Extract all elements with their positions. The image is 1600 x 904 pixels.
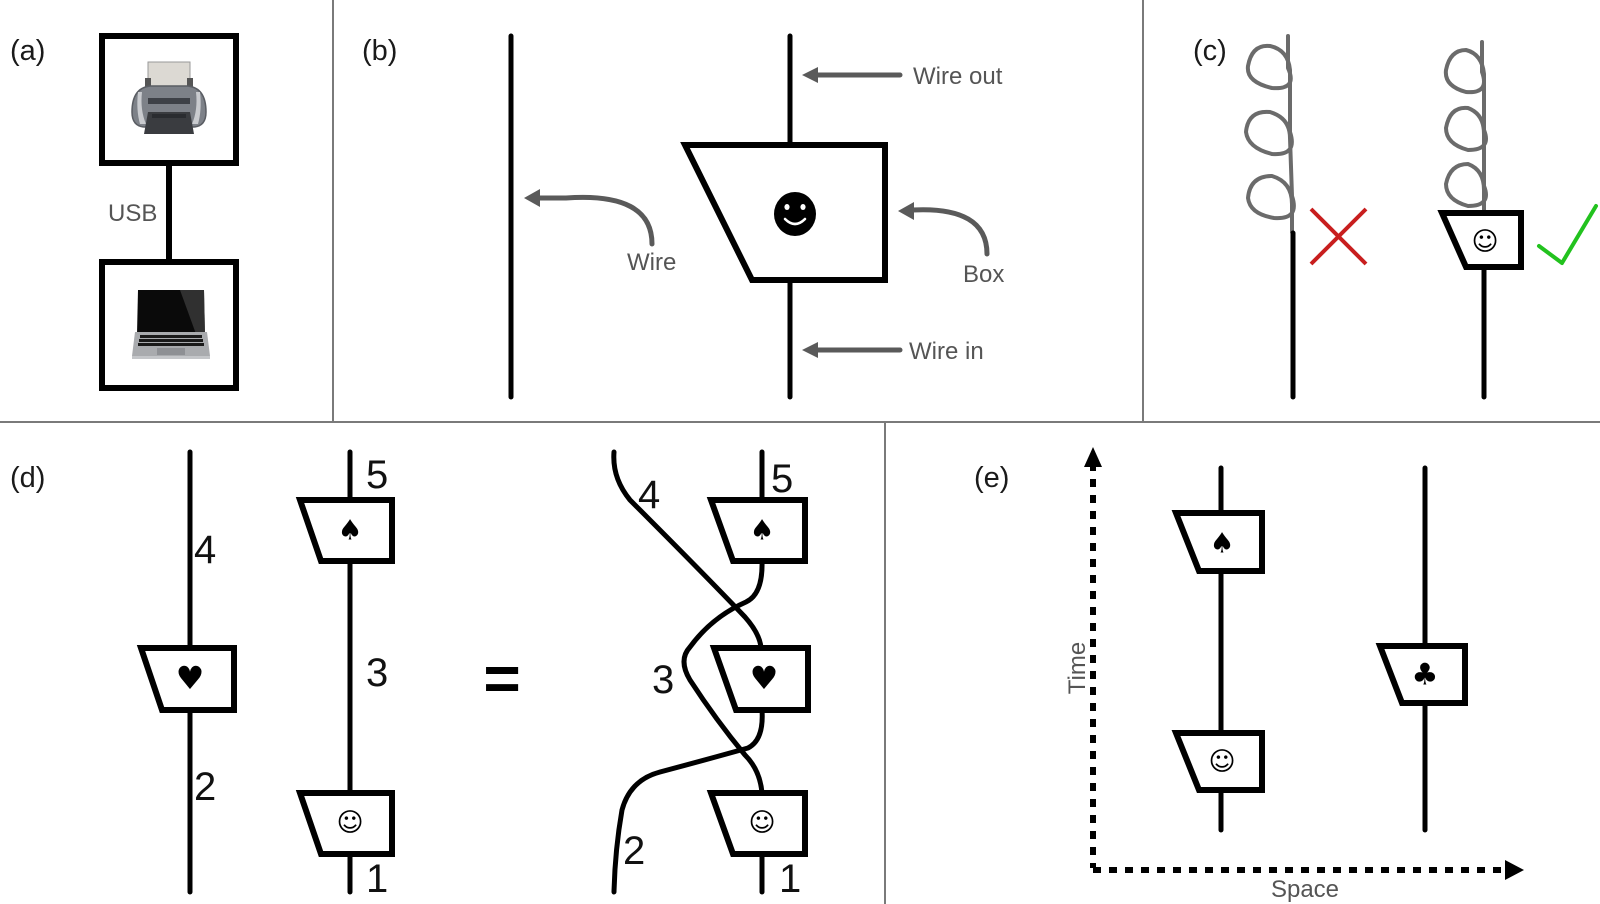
arrow-right-icon [1505,860,1524,880]
box-smiley-e [1171,730,1265,793]
space-axis-label: Space [1271,876,1339,903]
braided-diagram [611,449,765,895]
panel-b-label: (b) [362,35,397,67]
label-1-right: 1 [779,857,801,901]
smiley-filled-icon [774,192,816,236]
label-5: 5 [366,453,388,497]
heart-icon: ♥ [176,659,205,697]
spade-icon: ♠ [1209,527,1234,560]
label-2-right: 2 [623,829,645,873]
box-c [1437,210,1524,270]
box-heart-right [709,645,811,713]
smiley-outline-icon: ☺ [1471,227,1498,257]
label-4-right: 4 [638,473,660,517]
check-icon [1537,204,1598,265]
panel-a: (a) USB [10,33,239,391]
box-heart [136,645,237,713]
label-5-right: 5 [771,457,793,501]
box-spade-right [706,497,808,564]
box-spade-e [1171,510,1265,574]
printer-icon [131,61,207,134]
wire-annotation: Wire [524,189,676,276]
smiley-outline-icon: ☺ [748,808,775,838]
cross-icon [1309,207,1368,266]
heart-icon: ♥ [750,659,779,697]
curved-arrow-icon [531,194,655,247]
loopy-wire-right: ☺ [1437,40,1524,400]
panel-c: (c) ☺ [1193,34,1598,400]
wire-out-annotation: Wire out [802,63,1003,90]
time-axis-label: Time [1064,642,1091,694]
panel-a-label: (a) [10,35,45,67]
box-spade [295,497,395,564]
panel-e-label: (e) [974,462,1009,494]
club-icon: ♣ [1412,658,1439,693]
box-smiley [295,790,395,857]
box-club-e [1375,643,1468,706]
laptop-icon [132,290,210,359]
wire-out-label: Wire out [913,63,1003,90]
box-label: Box [963,261,1004,288]
panel-d: (d) ♥ 4 2 ♠ ☺ 5 3 1 = ♠ [10,449,811,901]
label-2: 2 [194,765,216,809]
wire-in-label: Wire in [909,338,984,365]
box-smiley-right [706,790,808,857]
label-4: 4 [194,528,216,572]
panel-d-label: (d) [10,462,45,494]
usb-label: USB [108,200,157,227]
curved-arrow-icon [909,207,990,257]
smiley-outline-icon: ☺ [336,808,363,838]
panel-b: (b) Wire Wire out Box [362,33,1004,400]
spade-icon: ♠ [749,514,774,547]
label-3: 3 [366,651,388,695]
spade-icon: ♠ [337,514,362,547]
panel-e: (e) Time Space ♠ ☺ ♣ [974,447,1524,903]
label-1: 1 [366,857,388,901]
loopy-wire-left [1244,34,1296,400]
smiley-outline-icon: ☺ [1208,747,1235,777]
wire-in-annotation: Wire in [802,338,984,365]
panel-c-label: (c) [1193,35,1227,67]
wire-label: Wire [627,249,676,276]
box-annotation: Box [898,202,1004,288]
label-3-right: 3 [652,658,674,702]
equals-sign: = [483,642,520,714]
arrow-up-icon [1084,447,1102,467]
